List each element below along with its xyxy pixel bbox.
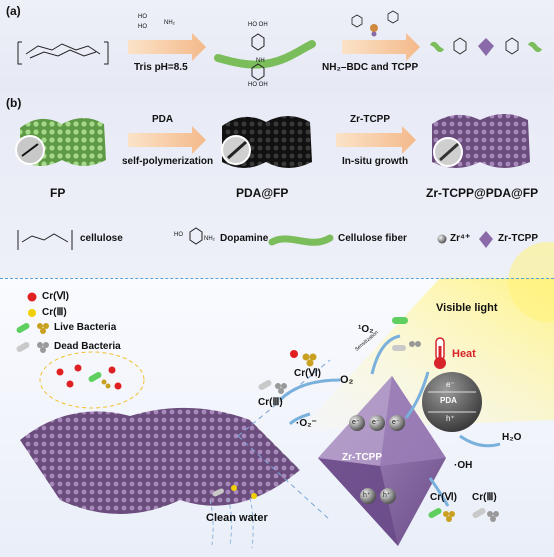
thermometer-icon [434,337,446,369]
pda-fp-label: PDA@FP [236,186,289,200]
zr-tcpp-octahedron [318,376,446,546]
live-bacteria-legend-label: Live Bacteria [54,322,117,333]
step2-top-label: Zr-TCPP [350,114,390,125]
live-bacteria-legend-icon [16,323,49,334]
heat-label: Heat [452,348,476,360]
panel-a-background [0,0,554,92]
dead-bacteria-left [258,380,287,394]
arrow-tris-label: Tris pH=8.5 [134,62,188,73]
dopamine-nh2: NH₂ [164,20,175,26]
hole-sphere-2 [380,488,396,504]
light-cone-lines [237,359,331,521]
fiber-oh-top: HO OH [248,22,268,28]
cr3-legend-dot [28,309,36,317]
product-fiber [429,37,543,56]
electron-sphere-1 [349,415,365,431]
cellulose-structure [17,41,109,65]
cellulose-legend-label: cellulose [80,233,123,244]
electron-label-3: e⁻ [392,419,400,426]
reaction-arrows [278,334,501,507]
panel-a-label: (a) [6,4,21,18]
clean-water-stream [209,485,257,549]
pda-hole-label: h⁺ [446,414,455,423]
electron-label-2: e⁻ [372,419,380,426]
fp-label: FP [50,186,66,200]
step1-bottom-label: self-polymerization [122,156,214,167]
dead-bacteria-legend-icon [16,342,49,353]
dopamine-ho2: HO [138,24,147,30]
dopamine-legend-label: Dopamine [220,233,269,244]
zr-tcpp-legend-icon [479,231,493,248]
dopamine-fiber [214,33,316,81]
arrow-nh2bdc-label: NH₂–BDC and TCPP [322,62,419,73]
cr3-left-label: Cr(Ⅲ) [258,397,283,408]
dopamine-legend-ho: HO [174,232,183,238]
pda-electron-label: e⁻ [446,380,455,389]
zr-tcpp-mesh-large [20,407,300,514]
pda-label: PDA [440,396,457,405]
zr4-legend-icon [437,234,447,244]
cr6-legend-label: Cr(Ⅵ) [42,291,69,302]
pda-fp-black-mesh [221,116,312,168]
cr3-legend-label: Cr(Ⅲ) [42,307,67,318]
fiber-oh-bottom: HO OH [248,82,268,88]
zr4-legend-label: Zr⁴⁺ [450,233,471,244]
arrow-nh2bdc [342,33,420,61]
fiber-nh: NH [256,58,265,64]
visible-light-beam [300,278,554,430]
cr-cluster-top [290,350,317,367]
electron-sphere-2 [369,415,385,431]
linker-molecule [351,10,399,37]
visible-light-label: Visible light [436,302,498,314]
cellulose-fiber-legend-icon [268,234,334,246]
arrow-pda [128,126,206,154]
light-source-glow [508,242,554,322]
zr-tcpp-legend-label: Zr-TCPP [498,233,538,244]
zr-tcpp-octahedron-label: Zr-TCPP [342,452,382,463]
arrow-tris [128,33,206,61]
cr6-legend-dot [27,292,37,302]
fp-green-mesh [15,118,106,166]
dopamine-ho1: HO [138,14,147,20]
cellulose-legend-icon [17,230,73,250]
cr-cluster-bottom [428,508,499,522]
electron-sphere-3 [389,415,405,431]
dopamine-legend-icon [189,227,203,245]
cr6-bottom-label: Cr(Ⅵ) [430,492,457,503]
cr6-top-label: Cr(Ⅵ) [294,368,321,379]
hole-sphere-1 [360,488,376,504]
singlet-oxygen-label: ¹O₂ [358,324,374,335]
dopamine-legend-nh2: NH₂ [204,236,215,242]
pda-sphere [422,372,482,432]
pollutant-cluster [39,351,145,409]
section-divider [0,278,554,279]
panel-b-label: (b) [6,96,22,110]
electron-label-1: e⁻ [352,419,360,426]
clean-water-label: Clean water [206,512,268,524]
live-bacteria-top [392,317,408,324]
oh-radical-label: ·OH [454,460,473,471]
step1-top-label: PDA [152,114,174,125]
h2o-label: H₂O [502,432,522,443]
cellulose-fiber-legend-label: Cellulose fiber [338,233,407,244]
dead-bacteria-legend-label: Dead Bacteria [54,341,121,352]
superoxide-label: ·O₂⁻ [296,418,317,429]
o2-label: O₂ [340,374,354,386]
cr3-bottom-label: Cr(Ⅲ) [472,492,497,503]
hole-label-2: h⁺ [383,492,391,499]
arrow-zr-tcpp [336,126,416,154]
step2-bottom-label: In-situ growth [342,156,409,167]
zr-tcpp-pda-fp-label: Zr-TCPP@PDA@FP [426,186,539,200]
dead-bacteria-top [392,341,421,351]
hole-label-1: h⁺ [363,492,371,499]
zr-tcpp-pda-fp-mesh [432,114,530,168]
